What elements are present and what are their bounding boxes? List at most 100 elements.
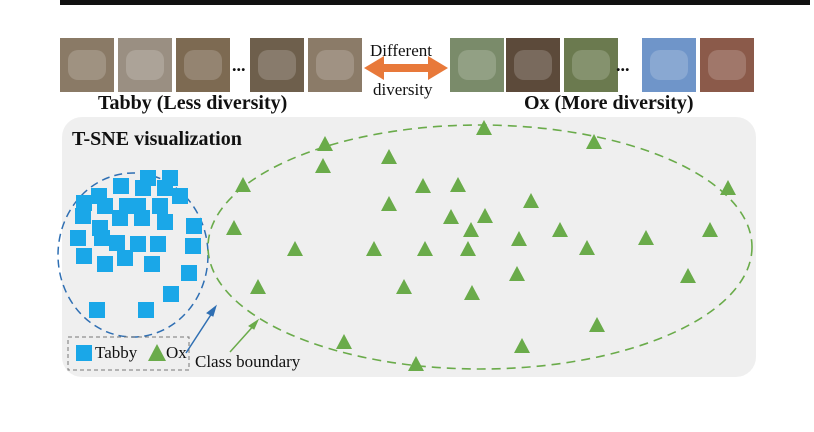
legend-ox-marker <box>148 344 166 361</box>
ox-point <box>381 196 397 211</box>
tabby-point <box>163 286 179 302</box>
tsne-panel <box>62 117 756 377</box>
tabby-cat-photo-2-detail <box>126 50 164 80</box>
ox-photo-4 <box>642 38 696 92</box>
tabby-title: Tabby (Less diversity) <box>98 92 288 114</box>
ox-point <box>315 158 331 173</box>
tabby-point <box>186 218 202 234</box>
ox-point <box>226 220 242 235</box>
ox-point <box>638 230 654 245</box>
ox-point <box>589 317 605 332</box>
tabby-point <box>109 235 125 251</box>
ox-point <box>464 285 480 300</box>
ox-point <box>336 334 352 349</box>
ox-point <box>235 177 251 192</box>
panel-title: T-SNE visualization <box>72 128 242 150</box>
arrow-label-bottom: diversity <box>373 80 433 99</box>
ox-photo-2 <box>506 38 560 92</box>
ox-point <box>476 120 492 135</box>
legend-tabby-label: Tabby <box>95 343 138 362</box>
tabby-point <box>117 250 133 266</box>
tabby-point <box>94 230 110 246</box>
ox-thumbnails <box>450 38 754 92</box>
different-diversity-arrow <box>364 56 448 80</box>
ox-points <box>226 120 736 371</box>
ox-point <box>579 240 595 255</box>
ox-photo-2-detail <box>514 50 552 80</box>
ox-photo-5-detail <box>708 50 746 80</box>
ox-photo-1 <box>450 38 504 92</box>
ox-point <box>523 193 539 208</box>
tabby-point <box>150 236 166 252</box>
ox-photo-3-detail <box>572 50 610 80</box>
tabby-cat-photo-4-detail <box>258 50 296 80</box>
tabby-cat-photo-5 <box>308 38 362 92</box>
tabby-cat-photo-1 <box>60 38 114 92</box>
tabby-point <box>181 265 197 281</box>
ox-ellipsis: ... <box>616 55 630 75</box>
tabby-point <box>76 248 92 264</box>
ox-point <box>552 222 568 237</box>
tabby-point <box>76 195 92 211</box>
tabby-points <box>70 170 202 318</box>
ox-photo-1-detail <box>458 50 496 80</box>
ox-point <box>514 338 530 353</box>
ox-point <box>396 279 412 294</box>
ox-point <box>408 356 424 371</box>
ox-point <box>680 268 696 283</box>
tabby-point <box>157 214 173 230</box>
ox-point <box>450 177 466 192</box>
ox-point <box>511 231 527 246</box>
tabby-point <box>135 180 151 196</box>
ox-point <box>720 180 736 195</box>
tabby-point <box>134 210 150 226</box>
tabby-point <box>172 188 188 204</box>
ox-point <box>415 178 431 193</box>
ox-photo-5 <box>700 38 754 92</box>
tabby-point <box>89 302 105 318</box>
ox-point <box>417 241 433 256</box>
tabby-thumbnails <box>60 38 362 92</box>
tabby-point <box>185 238 201 254</box>
tabby-point <box>130 236 146 252</box>
ox-point <box>443 209 459 224</box>
tabby-cat-photo-4 <box>250 38 304 92</box>
ox-class-boundary <box>207 124 753 370</box>
ox-point <box>463 222 479 237</box>
tabby-cat-photo-2 <box>118 38 172 92</box>
tabby-ellipsis: ... <box>232 55 246 75</box>
ox-point <box>509 266 525 281</box>
tabby-point <box>70 230 86 246</box>
legend-tabby-marker <box>76 345 92 361</box>
tabby-point <box>144 256 160 272</box>
ox-point <box>460 241 476 256</box>
ox-photo-4-detail <box>650 50 688 80</box>
tabby-point <box>138 302 154 318</box>
tabby-cat-photo-3-detail <box>184 50 222 80</box>
tabby-cat-photo-5-detail <box>316 50 354 80</box>
ox-point <box>586 134 602 149</box>
class-boundary-pointers <box>185 304 260 354</box>
legend-ox-label: Ox <box>166 343 187 362</box>
tabby-point <box>97 256 113 272</box>
ox-point <box>702 222 718 237</box>
tabby-point <box>113 178 129 194</box>
ox-point <box>366 241 382 256</box>
ox-point <box>250 279 266 294</box>
ox-point <box>477 208 493 223</box>
tabby-point <box>97 198 113 214</box>
class-boundary-label: Class boundary <box>195 352 301 371</box>
ox-point <box>317 136 333 151</box>
top-rule <box>60 0 810 5</box>
tabby-point <box>157 180 173 196</box>
tabby-point <box>75 208 91 224</box>
tabby-point <box>152 198 168 214</box>
tabby-cat-photo-3 <box>176 38 230 92</box>
ox-point <box>381 149 397 164</box>
arrow-label-top: Different <box>370 41 432 60</box>
tabby-point <box>112 210 128 226</box>
tabby-cat-photo-1-detail <box>68 50 106 80</box>
ox-point <box>287 241 303 256</box>
